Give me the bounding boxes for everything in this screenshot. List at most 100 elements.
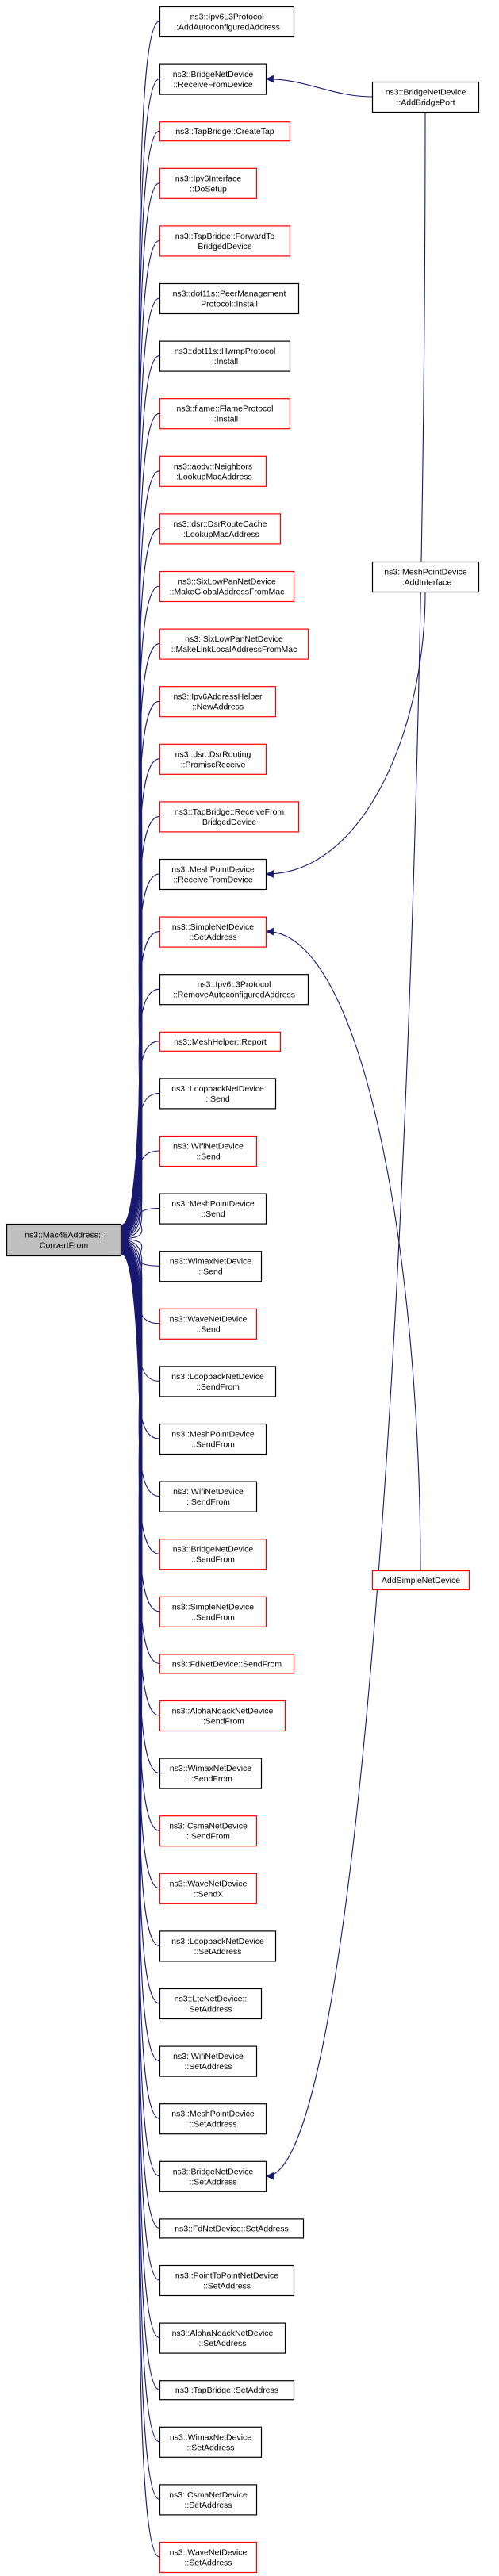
edge-n21-to-root [121,1150,160,1242]
node-label: ::SendX [194,1889,223,1899]
function-node-n40[interactable]: ns3::FdNetDevice::SetAddress [159,2218,305,2239]
function-node-n22[interactable]: ns3::MeshPointDevice::Send [159,1193,267,1225]
function-node-n31[interactable]: ns3::AlohaNoackNetDevice::SendFrom [159,1700,286,1732]
function-node-r3[interactable]: AddSimpleNetDevice [371,1570,470,1591]
function-node-n29[interactable]: ns3::SimpleNetDevice::SendFrom [159,1596,267,1627]
function-node-n35[interactable]: ns3::LoopbackNetDevice::SetAddress [159,1930,277,1962]
function-node-n13[interactable]: ns3::Ipv6AddressHelper::NewAddress [159,686,277,718]
function-node-n43[interactable]: ns3::TapBridge::SetAddress [159,2380,295,2401]
node-box [159,2380,295,2401]
node-label: ::NewAddress [192,703,244,712]
node-label: ::SendFrom [191,1440,235,1450]
node-label: ::MakeLinkLocalAddressFromMac [171,645,297,654]
node-label: AddSimpleNetDevice [382,1576,460,1585]
function-node-n38[interactable]: ns3::MeshPointDevice::SetAddress [159,2103,267,2135]
node-box [159,63,267,95]
node-label: ns3::LoopbackNetDevice [171,1372,264,1382]
node-label: ::RemoveAutoconfiguredAddress [173,991,295,1000]
function-node-n10[interactable]: ns3::dsr::DsrRouteCache::LookupMacAddres… [159,513,282,545]
edge-n22-to-root [121,1208,160,1243]
function-node-n14[interactable]: ns3::dsr::DsrRouting::PromiscReceive [159,743,267,775]
node-box [159,1423,267,1455]
function-node-n17[interactable]: ns3::SimpleNetDevice::SetAddress [159,916,267,948]
node-label: ns3::MeshPointDevice [171,2110,255,2119]
function-node-n11[interactable]: ns3::SixLowPanNetDevice::MakeGlobalAddre… [159,570,295,603]
node-box [159,121,291,142]
node-box [159,2264,295,2297]
node-box [159,2103,267,2135]
function-node-n26[interactable]: ns3::MeshPointDevice::SendFrom [159,1423,267,1455]
function-node-n24[interactable]: ns3::WaveNetDevice::Send [159,1308,258,1340]
function-node-n32[interactable]: ns3::WimaxNetDevice::SendFrom [159,1758,263,1789]
function-node-n9[interactable]: ns3::aodv::Neighbors::LookupMacAddress [159,455,267,487]
node-box [159,167,258,199]
node-label: ::ReceiveFromDevice [173,876,253,885]
node-label: ::SetAddress [184,2062,232,2072]
node-label: Protocol::Install [201,300,258,309]
node-label: ::SetAddress [203,2282,251,2291]
node-box [159,2541,258,2574]
node-box [159,570,295,603]
node-label: ns3::PointToPointNetDevice [175,2271,278,2281]
node-box [371,81,480,113]
edge-r1-to-n2 [266,75,373,98]
function-node-r1[interactable]: ns3::BridgeNetDevice::AddBridgePort [371,81,480,113]
function-node-n33[interactable]: ns3::CsmaNetDevice::SendFrom [159,1815,258,1847]
function-node-n45[interactable]: ns3::CsmaNetDevice::SetAddress [159,2484,258,2516]
function-node-n6[interactable]: ns3::dot11s::PeerManagementProtocol::Ins… [159,282,300,315]
function-node-n3[interactable]: ns3::TapBridge::CreateTap [159,121,291,142]
node-label: ns3::LoopbackNetDevice [171,1937,264,1946]
function-node-n8[interactable]: ns3::flame::FlameProtocol::Install [159,398,291,430]
node-label: ns3::WimaxNetDevice [170,1257,251,1267]
function-node-n44[interactable]: ns3::WimaxNetDevice::SetAddress [159,2426,263,2458]
node-label: ns3::WifiNetDevice [173,2052,244,2061]
function-node-n16[interactable]: ns3::MeshPointDevice::ReceiveFromDevice [159,858,267,891]
function-node-n1[interactable]: ns3::Ipv6L3Protocol::AddAutoconfiguredAd… [159,6,295,38]
node-label: ns3::dot11s::PeerManagement [173,289,286,299]
function-node-n34[interactable]: ns3::WaveNetDevice::SendX [159,1873,258,1904]
node-label: ns3::SixLowPanNetDevice [185,634,283,644]
function-node-n25[interactable]: ns3::LoopbackNetDevice::SendFrom [159,1366,277,1397]
function-node-n4[interactable]: ns3::Ipv6Interface::DoSetup [159,167,258,199]
function-node-r2[interactable]: ns3::MeshPointDevice::AddInterface [371,561,480,593]
function-node-n7[interactable]: ns3::dot11s::HwmpProtocol::Install [159,340,291,372]
edge-r3-to-n17 [266,927,421,1571]
function-node-n2[interactable]: ns3::BridgeNetDevice::ReceiveFromDevice [159,63,267,95]
node-box [159,1251,263,1282]
node-label: ::SendFrom [186,1497,230,1507]
function-node-n41[interactable]: ns3::PointToPointNetDevice::SetAddress [159,2264,295,2297]
function-node-n18[interactable]: ns3::Ipv6L3Protocol::RemoveAutoconfigure… [159,974,309,1006]
function-node-n42[interactable]: ns3::AlohaNoackNetDevice::SetAddress [159,2322,286,2354]
function-node-n19[interactable]: ns3::MeshHelper::Report [159,1031,282,1052]
node-label: ns3::BridgeNetDevice [173,70,254,79]
function-node-n28[interactable]: ns3::BridgeNetDevice::SendFrom [159,1539,267,1570]
function-node-n21[interactable]: ns3::WifiNetDevice::Send [159,1135,258,1167]
node-label: ns3::TapBridge::ForwardTo [175,232,275,241]
node-label: ns3::WifiNetDevice [173,1487,244,1497]
node-box [159,628,309,660]
root-node[interactable]: ns3::Mac48Address::ConvertFrom [6,1223,122,1257]
node-label: ns3::Ipv6L3Protocol [198,980,271,990]
function-node-n23[interactable]: ns3::WimaxNetDevice::Send [159,1251,263,1282]
node-box [159,1193,267,1225]
function-node-n39[interactable]: ns3::BridgeNetDevice::SetAddress [159,2160,267,2192]
function-node-n20[interactable]: ns3::LoopbackNetDevice::Send [159,1078,277,1110]
function-node-n27[interactable]: ns3::WifiNetDevice::SendFrom [159,1481,258,1512]
node-label: ::AddAutoconfiguredAddress [174,23,280,33]
node-label: ns3::Ipv6AddressHelper [173,692,263,702]
node-box [159,6,295,38]
function-node-n36[interactable]: ns3::LteNetDevice::SetAddress [159,1988,263,2020]
node-label: ns3::BridgeNetDevice [386,88,466,98]
node-box [159,1988,263,2020]
function-node-n30[interactable]: ns3::FdNetDevice::SendFrom [159,1654,295,1674]
node-box [159,1654,295,1674]
node-label: ns3::LoopbackNetDevice [171,1084,264,1094]
function-node-n37[interactable]: ns3::WifiNetDevice::SetAddress [159,2045,258,2077]
node-box [159,2045,258,2077]
function-node-n46[interactable]: ns3::WaveNetDevice::SetAddress [159,2541,258,2574]
function-node-n12[interactable]: ns3::SixLowPanNetDevice::MakeLinkLocalAd… [159,628,309,660]
node-box [159,2218,305,2239]
edge-n20-to-root [121,1092,160,1242]
